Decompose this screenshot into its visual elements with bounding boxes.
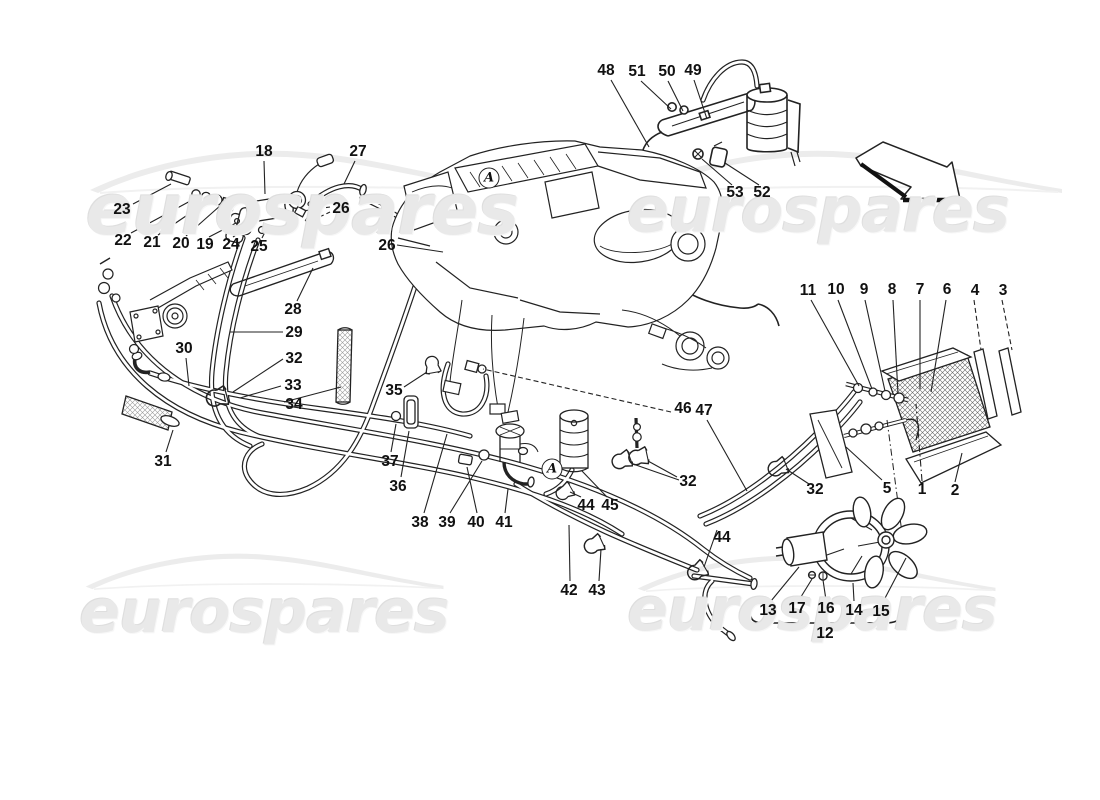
mid-fittings [203,354,487,429]
hose-runs [99,62,860,642]
leader-lines [130,79,1013,603]
direction-arrow [855,141,961,203]
insulated-tubes [121,327,353,431]
heater-valve-assembly [165,153,335,244]
compressor-assembly [97,257,233,382]
receiver-drier [552,409,589,504]
vacuum-hose-assembly [640,82,801,327]
pipe-rail-28 [229,247,335,297]
fan-assembly [749,496,928,631]
expansion-valve [457,423,539,488]
hose-clamps [580,417,791,585]
condenser-assembly [809,347,1022,534]
